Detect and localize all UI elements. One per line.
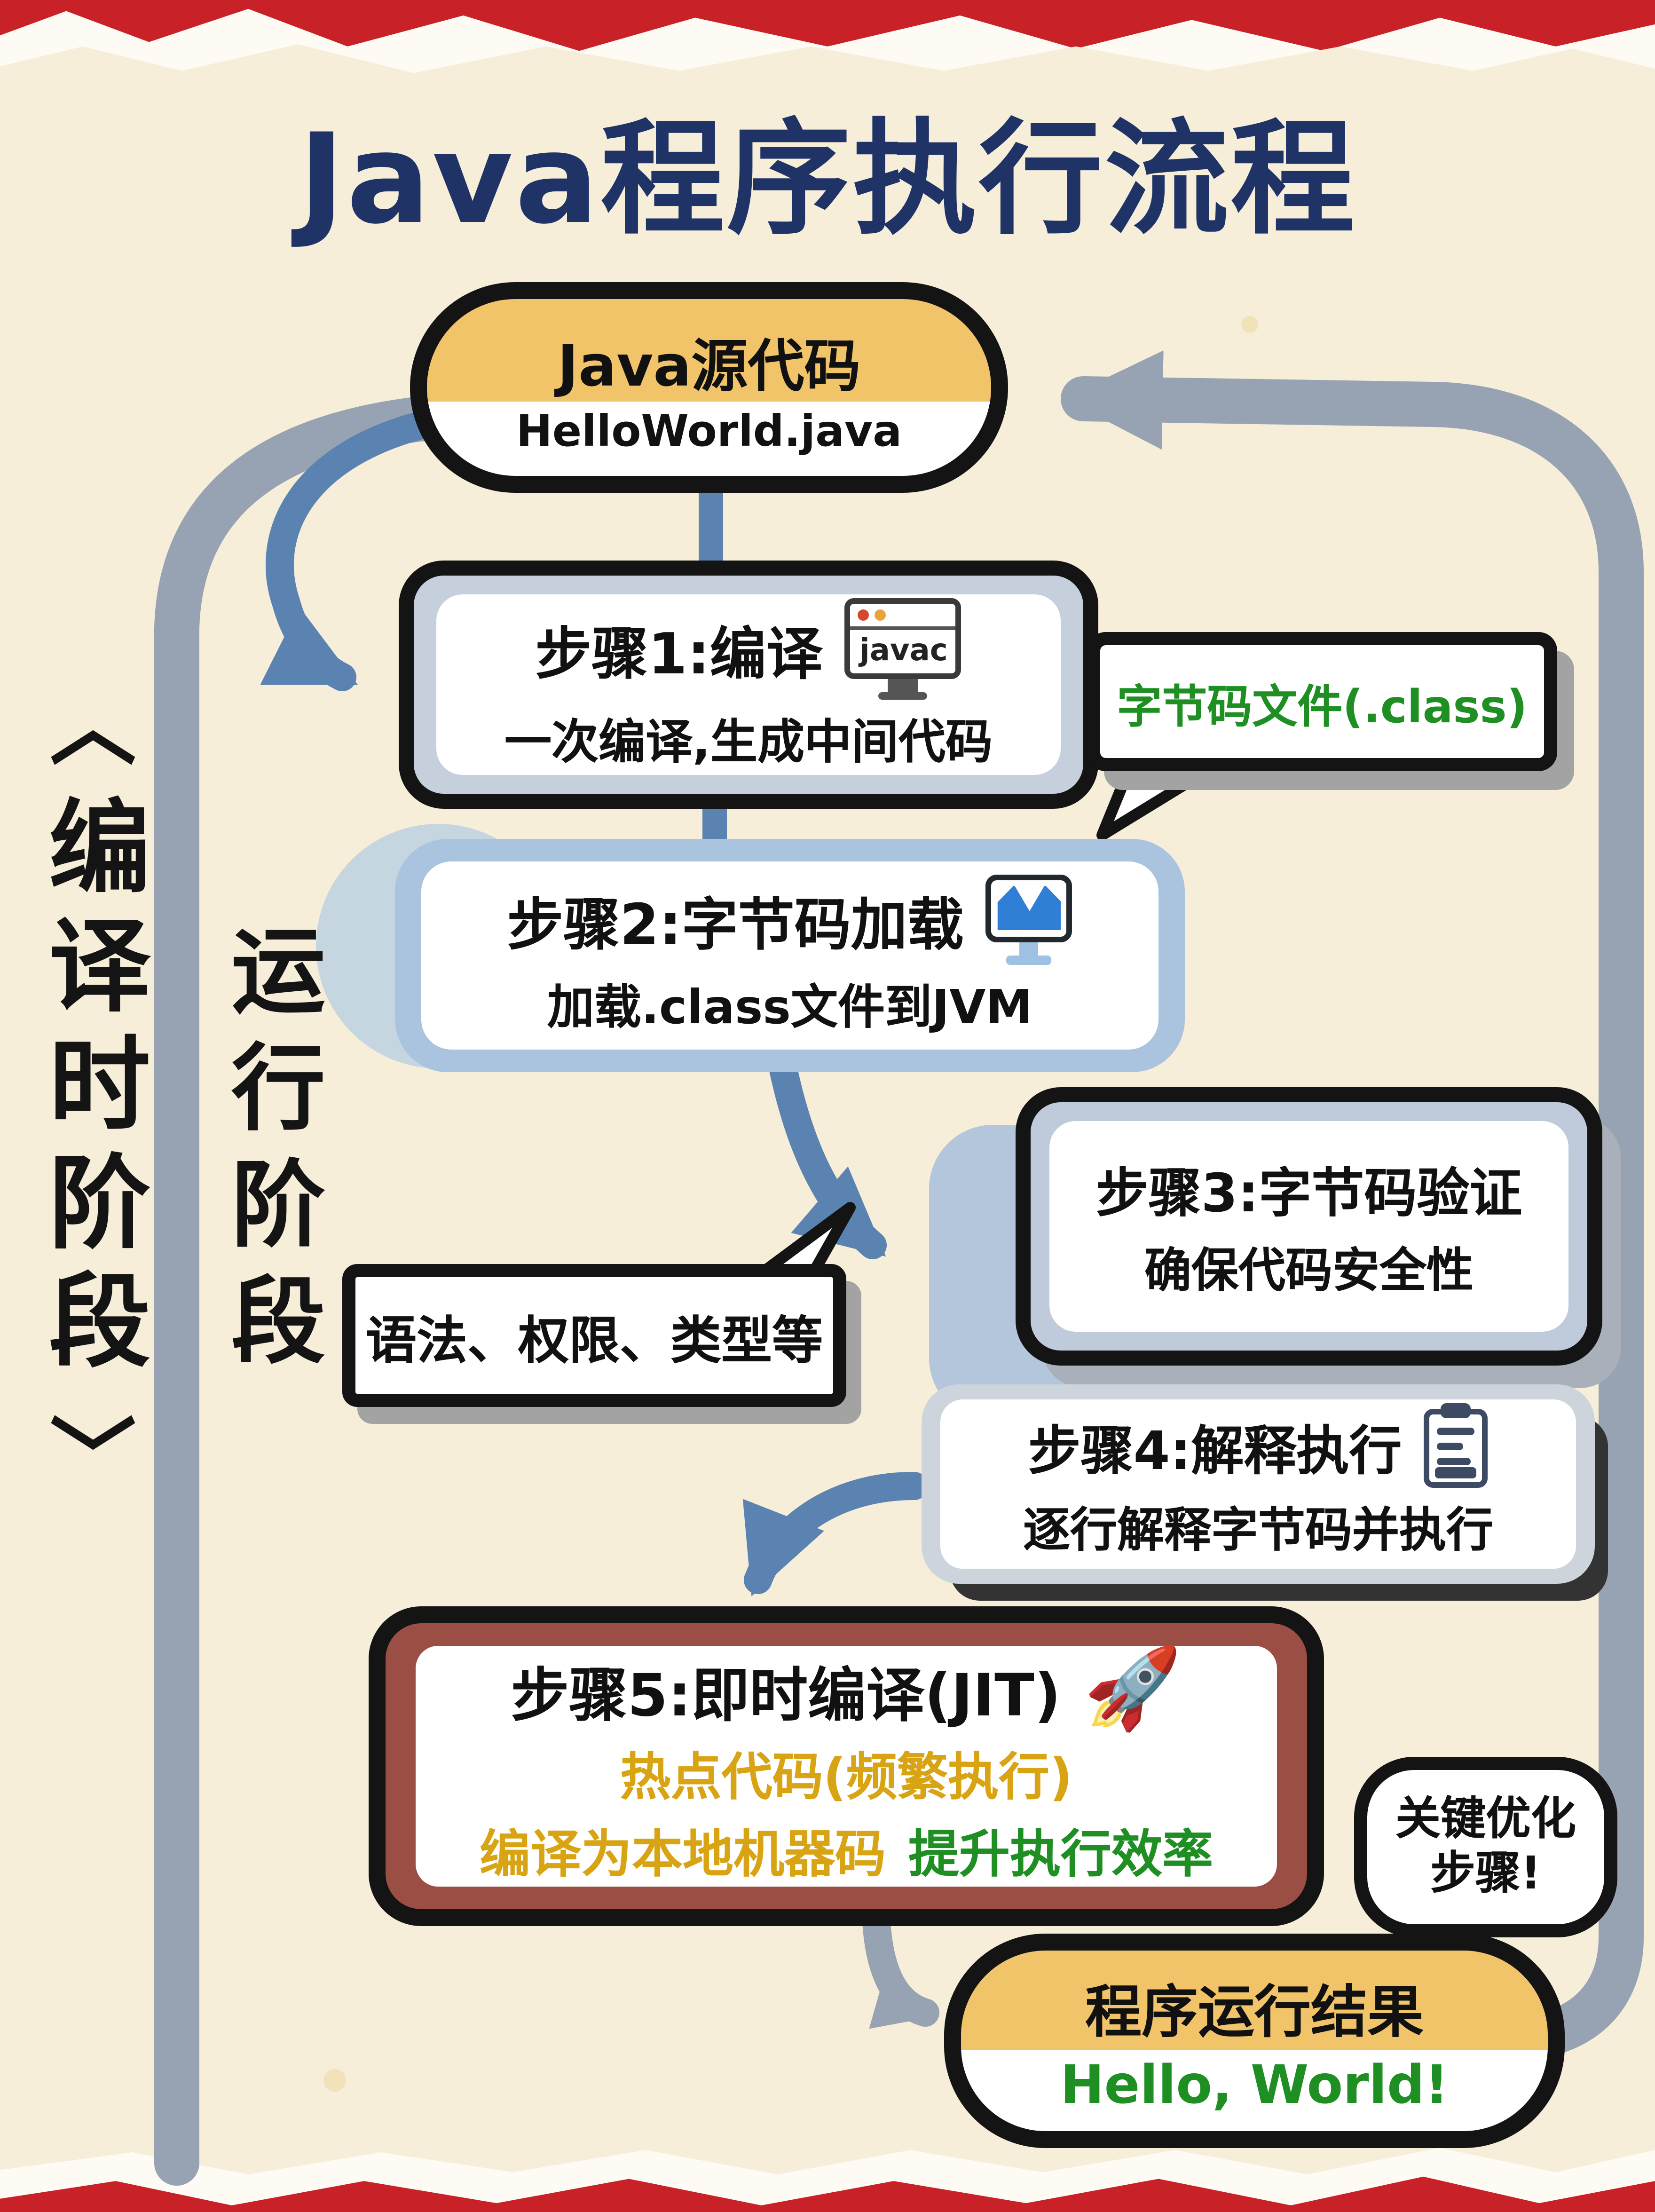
step5-compile-line: 编译为本地机器码 (480, 1825, 886, 1884)
node-step2-load: 步骤2:字节码加载 加载.class文件到JVM (395, 839, 1185, 1072)
bytecode-file-text: 字节码文件(.class) (1117, 680, 1528, 733)
node-step1-compile: 步骤1:编译 javac 一次编译,生成中间代码 (399, 561, 1098, 809)
source-title: Java源代码 (557, 334, 861, 400)
right-loop-line (1061, 350, 1644, 2058)
javac-compiler-icon: javac (845, 597, 962, 699)
step5-boost-line: 提升执行效率 (908, 1825, 1213, 1884)
node-step3-verify: 步骤3:字节码验证 确保代码安全性 (1016, 1087, 1602, 1366)
javac-icon-label: javac (859, 631, 948, 667)
key-optimization-line2: 步骤! (1430, 1847, 1541, 1900)
arrow-step4-to-step5 (742, 1472, 928, 1596)
step4-title: 步骤4:解释执行 (1028, 1419, 1402, 1481)
step1-subtitle: 一次编译,生成中间代码 (504, 714, 993, 768)
step1-title: 步骤1:编译 (535, 622, 823, 687)
step5-title: 步骤5:即时编译(JIT) (511, 1662, 1061, 1730)
runtime-stage-text: 运行阶段 (216, 922, 325, 1388)
page-title: Java程序执行流程 (298, 107, 1357, 252)
step2-title: 步骤2:字节码加载 (507, 893, 964, 958)
step4-subtitle: 逐行解释字节码并执行 (1023, 1502, 1493, 1556)
step5-inner: 步骤5:即时编译(JIT) 🚀 热点代码(频繁执行) 编译为本地机器码 提升执行… (416, 1646, 1277, 1887)
key-optimization-callout: 关键优化 步骤! (1354, 1757, 1617, 1937)
compile-stage-label: 〈 编译时阶段 〉 (11, 681, 169, 1499)
result-output-text: Hello, World! (1060, 2054, 1449, 2116)
rocket-icon: 🚀 (1083, 1642, 1182, 1734)
node-program-result: 程序运行结果 Hello, World! (944, 1934, 1565, 2148)
runtime-stage-label: 运行阶段 (203, 922, 339, 1388)
paper-speck (1241, 316, 1258, 333)
step1-inner: 步骤1:编译 javac 一次编译,生成中间代码 (436, 594, 1061, 775)
source-filename: HelloWorld.java (516, 407, 902, 456)
arrow-source-to-step1 (260, 407, 450, 691)
left-loop-line (154, 395, 455, 2186)
paper-speck (323, 2069, 346, 2092)
verify-details-text: 语法、权限、类型等 (366, 1312, 823, 1370)
node-step4-interpret: 步骤4:解释执行 逐行解释字节码并执行 (922, 1384, 1595, 1584)
step2-subtitle: 加载.class文件到JVM (547, 979, 1033, 1034)
key-optimization-line1: 关键优化 (1395, 1793, 1576, 1846)
node-java-source: Java源代码 HelloWorld.java (410, 282, 1008, 493)
verify-details-callout: 语法、权限、类型等 (342, 1264, 846, 1407)
step3-inner: 步骤3:字节码验证 确保代码安全性 (1049, 1121, 1568, 1332)
step3-subtitle: 确保代码安全性 (1144, 1242, 1474, 1297)
step4-inner: 步骤4:解释执行 逐行解释字节码并执行 (940, 1399, 1576, 1569)
angle-bracket-top-icon: 〈 (39, 681, 141, 767)
interpreter-clipboard-icon (1424, 1402, 1489, 1487)
arrow-step5-to-result (862, 1908, 939, 2029)
step2-inner: 步骤2:字节码加载 加载.class文件到JVM (421, 861, 1158, 1050)
class-loader-monitor-icon (986, 874, 1073, 964)
node-step5-jit: 步骤5:即时编译(JIT) 🚀 热点代码(频繁执行) 编译为本地机器码 提升执行… (369, 1606, 1324, 1926)
step3-title: 步骤3:字节码验证 (1095, 1161, 1522, 1224)
result-title: 程序运行结果 (1085, 1981, 1424, 2046)
angle-bracket-bottom-icon: 〉 (39, 1413, 141, 1499)
compile-stage-text: 编译时阶段 (31, 794, 150, 1386)
bytecode-file-callout: 字节码文件(.class) (1087, 632, 1557, 771)
arrow-step2-to-step3 (764, 1032, 887, 1259)
step5-hotspot-line: 热点代码(频繁执行) (620, 1748, 1073, 1807)
